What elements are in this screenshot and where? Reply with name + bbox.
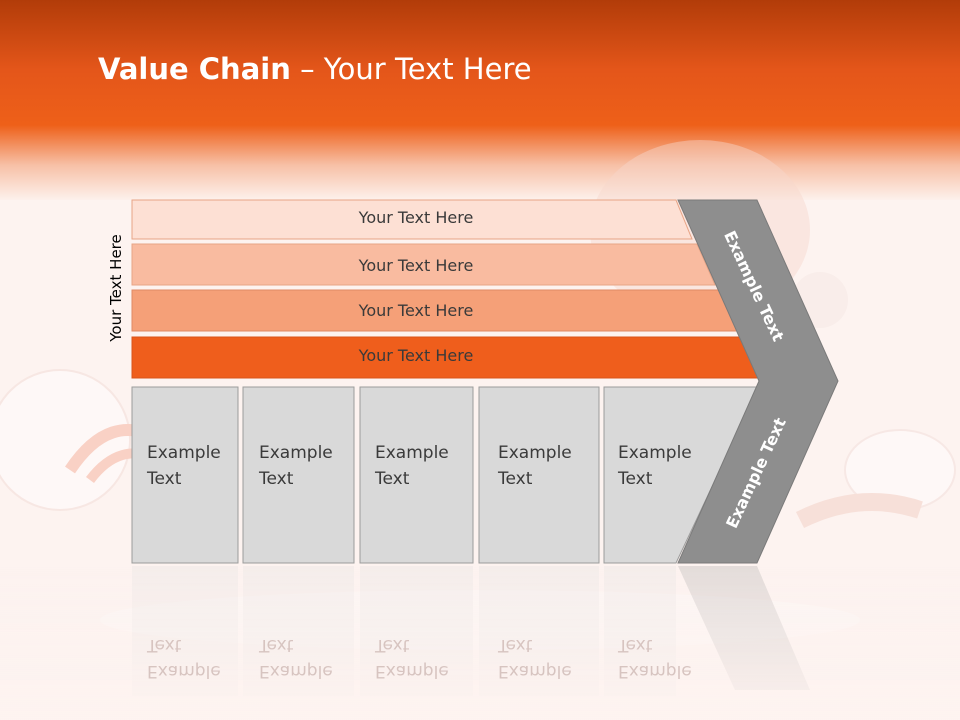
box-2 [242, 386, 355, 564]
box-2-label: Example Text [259, 440, 333, 492]
band-3-label: Your Text Here [358, 301, 474, 320]
box-4-line1: Example [498, 443, 572, 463]
box-1-line2: Text [147, 469, 182, 489]
title-rest: – Your Text Here [290, 52, 532, 86]
box-1 [131, 386, 239, 564]
box-5-line1: Example [618, 443, 692, 463]
title-bold: Value Chain [98, 52, 291, 86]
box-3 [359, 386, 474, 564]
band-1 [131, 199, 693, 240]
box-5-line2: Text [618, 469, 653, 489]
box-1-label: Example Text [147, 440, 221, 492]
band-2 [131, 243, 716, 286]
band-1-label: Your Text Here [358, 208, 474, 227]
box-3-line1: Example [375, 443, 449, 463]
band-4-label: Your Text Here [358, 346, 474, 365]
band-2-label: Your Text Here [358, 256, 474, 275]
box-4-label: Example Text [498, 440, 572, 492]
box-2-line1: Example [259, 443, 333, 463]
box-4 [478, 386, 600, 564]
box-3-label: Example Text [375, 440, 449, 492]
page-title: Value Chain – Your Text Here [98, 52, 532, 86]
box-5-label: Example Text [618, 440, 692, 492]
box-1-line1: Example [147, 443, 221, 463]
header-band [0, 0, 960, 200]
box-3-line2: Text [375, 469, 410, 489]
box-5 [603, 386, 760, 564]
box-2-line2: Text [259, 469, 294, 489]
chevron [677, 199, 839, 564]
box-4-line2: Text [498, 469, 533, 489]
